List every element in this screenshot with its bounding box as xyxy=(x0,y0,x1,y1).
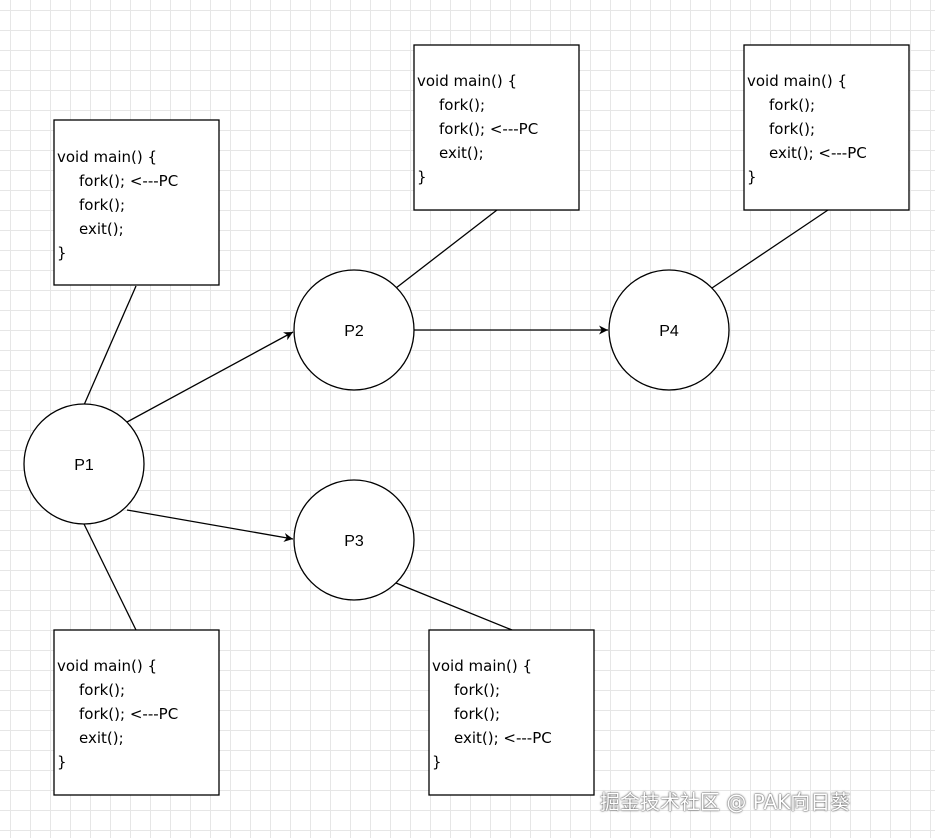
node-label: P4 xyxy=(659,323,679,340)
code-line: void main() { xyxy=(57,148,157,166)
node-label: P1 xyxy=(74,457,94,474)
connector-p2-box xyxy=(395,209,498,289)
watermark: 掘金技术社区 @ PAK向日葵 xyxy=(600,790,851,814)
arrow-p1-to-p3 xyxy=(126,509,294,542)
code-line: } xyxy=(432,753,442,771)
node-label: P3 xyxy=(344,533,364,550)
code-line: fork(); <---PC xyxy=(439,120,538,138)
code-line: fork(); xyxy=(769,96,815,114)
process-node-p3: P3 xyxy=(293,479,415,601)
process-node-p2: P2 xyxy=(293,269,415,391)
code-line: fork(); xyxy=(439,96,485,114)
code-line: exit(); xyxy=(79,729,124,747)
process-node-p4: P4 xyxy=(608,269,730,391)
code-box-p2: void main() { fork(); fork(); <---PC exi… xyxy=(413,44,580,211)
code-line: exit(); <---PC xyxy=(454,729,552,747)
code-line: void main() { xyxy=(417,72,517,90)
code-line: fork(); xyxy=(454,681,500,699)
connector-p4-box xyxy=(711,209,829,289)
connector-p3-box xyxy=(395,582,513,631)
code-line: exit(); xyxy=(79,220,124,238)
code-line: } xyxy=(57,753,67,771)
code-box-p1-bottom: void main() { fork(); fork(); <---PC exi… xyxy=(53,629,220,796)
code-line: fork(); <---PC xyxy=(79,172,178,190)
connector-p1-bottom-box xyxy=(83,523,137,631)
code-box-p4: void main() { fork(); fork(); exit(); <-… xyxy=(743,44,910,211)
code-line: fork(); xyxy=(454,705,500,723)
code-line: fork(); xyxy=(79,681,125,699)
code-line: fork(); xyxy=(79,196,125,214)
code-line: fork(); xyxy=(769,120,815,138)
code-line: exit(); <---PC xyxy=(769,144,867,162)
code-line: void main() { xyxy=(432,657,532,675)
code-line: void main() { xyxy=(57,657,157,675)
code-line: } xyxy=(57,244,67,262)
code-line: fork(); <---PC xyxy=(79,705,178,723)
code-line: } xyxy=(417,168,427,186)
code-line: } xyxy=(747,168,757,186)
code-line: exit(); xyxy=(439,144,484,162)
code-line: void main() { xyxy=(747,72,847,90)
code-box-p3: void main() { fork(); fork(); exit(); <-… xyxy=(428,629,595,796)
arrow-p1-to-p2 xyxy=(126,331,294,423)
connector-p1-top-box xyxy=(83,285,137,406)
process-node-p1: P1 xyxy=(23,403,145,525)
node-label: P2 xyxy=(344,323,364,340)
code-box-p1-top: void main() { fork(); <---PC fork(); exi… xyxy=(53,119,220,286)
